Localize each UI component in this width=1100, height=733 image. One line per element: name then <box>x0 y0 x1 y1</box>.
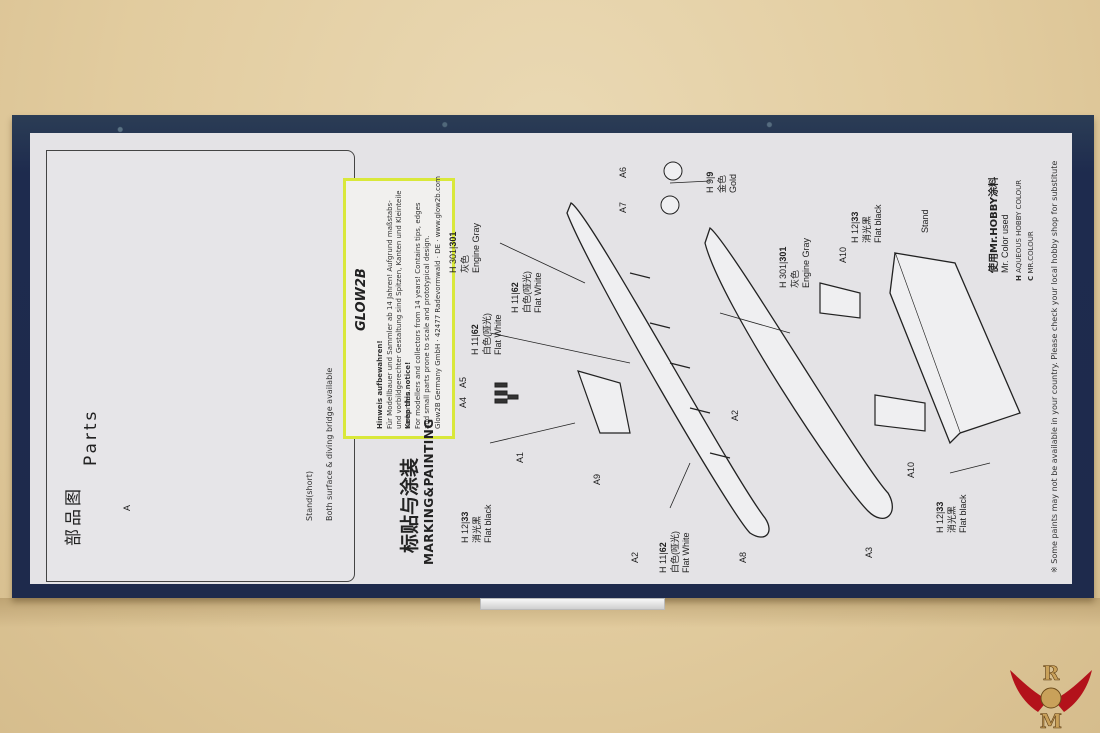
display-stand <box>889 252 1021 445</box>
runner-letter: A <box>122 504 132 511</box>
brand-logo: GLOW2B <box>354 268 369 331</box>
stand-short-label: Stand(short) <box>305 470 314 521</box>
part-label-a8: A8 <box>738 551 748 563</box>
parts-title-cn: 部品图 <box>64 486 84 546</box>
parts-section: 部品图 Parts A Stand(short) Both surface & … <box>46 150 355 582</box>
part-label-a4: A4 <box>458 396 468 408</box>
parts-title-en: Parts <box>81 408 101 466</box>
stand-legs <box>819 282 926 432</box>
part-label-a5: A5 <box>458 376 468 388</box>
callout-flat-white-1: H 11|62 白色(哑光)Flat White <box>510 271 543 313</box>
callout-flat-white-2: H 11|62 白色(哑光)Flat White <box>470 313 503 355</box>
part-label-a6: A6 <box>618 166 628 178</box>
paint-footnote: ※ Some paints may not be available in yo… <box>1050 160 1059 573</box>
acrylic-stand <box>480 598 665 610</box>
paint-legend-row1: H AQUEOUS HOBBY COLOUR <box>1015 179 1023 281</box>
paint-legend-subtitle: Mr. Color used <box>1000 214 1010 273</box>
notice-box: GLOW2B Hinweis aufbewahren! Für Modellba… <box>343 176 455 439</box>
svg-text:R: R <box>1043 661 1060 685</box>
marking-title-en: MARKING&PAINTING <box>422 418 436 565</box>
part-label-a7: A7 <box>618 201 628 213</box>
svg-text:M: M <box>1040 709 1062 732</box>
propellers <box>660 161 683 215</box>
submarine-hull-upper <box>566 202 770 538</box>
part-label-a3: A3 <box>864 546 874 558</box>
submarine-hull-lower <box>704 226 893 519</box>
part-label-a2-lower: A2 <box>630 551 640 563</box>
part-label-a1: A1 <box>515 451 525 463</box>
bridge-note: Both surface & diving bridge available <box>325 367 334 521</box>
small-parts <box>494 382 519 404</box>
part-label-stand: Stand <box>920 209 930 233</box>
notice-company: Glow2B Germany GmbH · 42477 Radevormwald… <box>434 176 442 429</box>
marking-title-cn: 标贴与涂装 <box>399 457 421 553</box>
part-label-a10-lower: A10 <box>906 461 916 478</box>
instruction-panel: 部品图 Parts A Stand(short) Both surface & … <box>30 133 1072 584</box>
notice-de-title: Hinweis aufbewahren! <box>376 340 384 429</box>
part-label-a10-upper: A10 <box>838 246 848 263</box>
paint-legend-title: 使用Mr.HOBBY涂料 <box>989 176 1000 273</box>
part-label-a2-upper: A2 <box>730 409 740 421</box>
notice-en-title: Keep this notice! <box>404 361 412 429</box>
rm-watermark-logo: R M <box>1010 661 1092 732</box>
part-label-a9: A9 <box>592 473 602 485</box>
paint-legend-row2: C MR.COLOUR <box>1027 231 1035 281</box>
notice-en-text: For modellers and collectors from 14 yea… <box>414 202 431 429</box>
callout-lines <box>489 180 991 509</box>
callout-flat-white-3: H 11|62 白色(哑光)Flat White <box>658 531 691 573</box>
conning-tower <box>577 370 631 434</box>
